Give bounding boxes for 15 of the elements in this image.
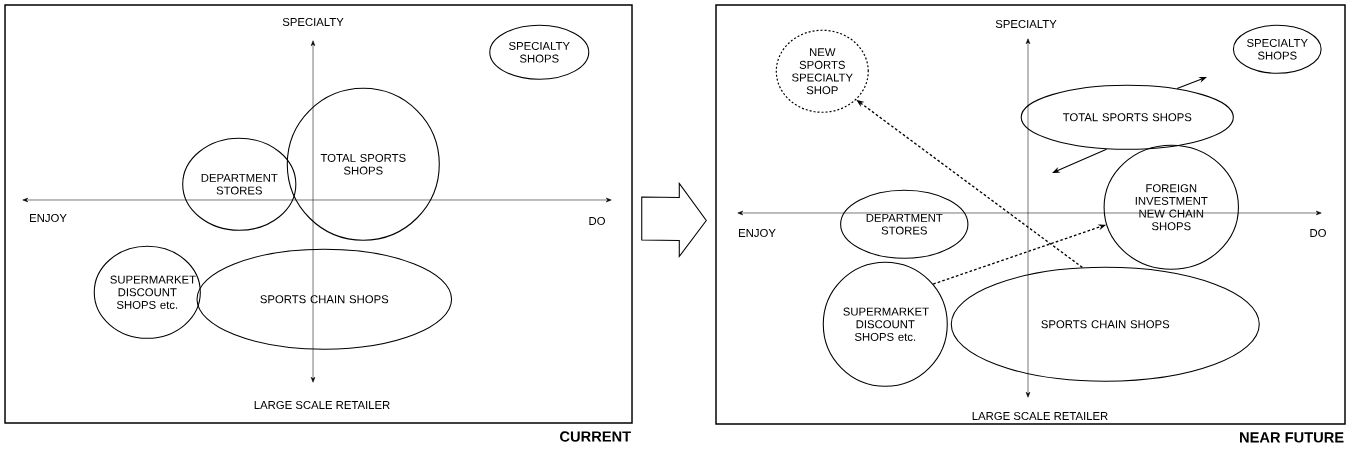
- arrow: [1052, 148, 1108, 173]
- panel-frame: [4, 4, 633, 424]
- axis-label: LARGE SCALE RETAILER: [972, 412, 1108, 420]
- arrow: [1176, 77, 1207, 90]
- axis-label: DO: [589, 217, 605, 225]
- block-arrow: [641, 181, 707, 259]
- panel-caption: NEAR FUTURE: [1240, 432, 1344, 443]
- axis-label: DO: [1310, 229, 1326, 237]
- panel-frame: [715, 4, 1346, 425]
- axis-label: ENJOY: [739, 229, 776, 237]
- axis-label: ENJOY: [30, 214, 67, 222]
- axis-label: LARGE SCALE RETAILER: [254, 401, 390, 409]
- axis-label: SPECIALTY: [282, 18, 344, 26]
- panel-caption: CURRENT: [560, 431, 631, 442]
- axis-label: SPECIALTY: [995, 20, 1057, 28]
